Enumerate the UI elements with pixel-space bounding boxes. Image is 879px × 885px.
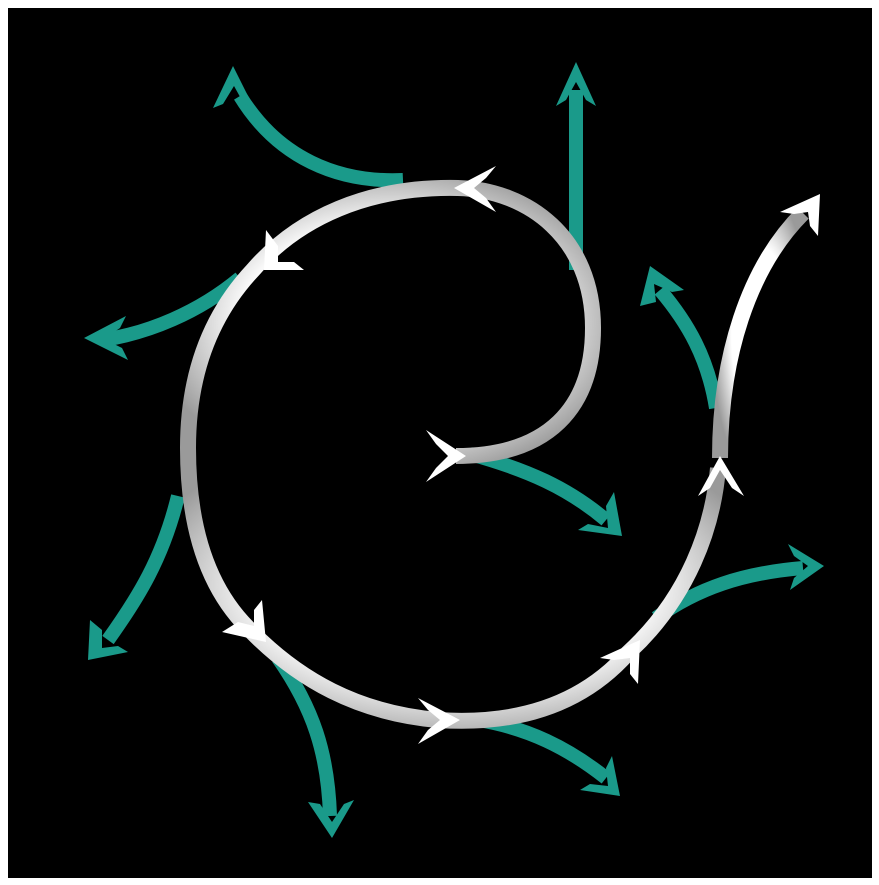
flow-diagram	[8, 8, 872, 878]
